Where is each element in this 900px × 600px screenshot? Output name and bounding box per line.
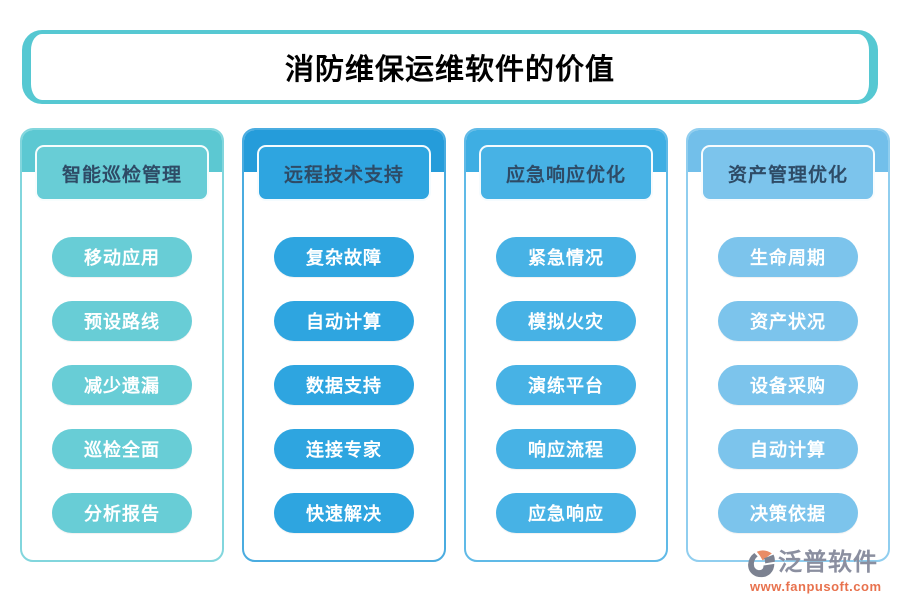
list-item-label: 资产状况 xyxy=(750,312,826,332)
list-item: 资产状况 xyxy=(718,301,858,341)
list-item-label: 移动应用 xyxy=(84,248,160,268)
list-item-label: 连接专家 xyxy=(306,440,382,460)
list-item: 演练平台 xyxy=(496,365,636,405)
list-item-label: 分析报告 xyxy=(84,504,160,524)
list-item: 复杂故障 xyxy=(274,237,414,277)
column-emergency-response: 应急响应优化 紧急情况 模拟火灾 演练平台 响应流程 应急响应 xyxy=(464,128,668,562)
list-item-label: 复杂故障 xyxy=(306,248,382,268)
list-item-label: 应急响应 xyxy=(528,504,604,524)
list-item: 决策依据 xyxy=(718,493,858,533)
list-item: 数据支持 xyxy=(274,365,414,405)
column-header: 远程技术支持 xyxy=(257,145,431,201)
logo-top-row: 泛普软件 xyxy=(746,548,878,578)
list-item: 自动计算 xyxy=(274,301,414,341)
list-item-label: 数据支持 xyxy=(306,376,382,396)
list-item-label: 生命周期 xyxy=(750,248,826,268)
list-item: 移动应用 xyxy=(52,237,192,277)
list-item-label: 巡检全面 xyxy=(84,440,160,460)
list-item-label: 设备采购 xyxy=(750,376,826,396)
title-box: 消防维保运维软件的价值 xyxy=(22,30,878,104)
list-item: 连接专家 xyxy=(274,429,414,469)
list-item: 生命周期 xyxy=(718,237,858,277)
pill-list: 复杂故障 自动计算 数据支持 连接专家 快速解决 xyxy=(244,172,444,533)
list-item-label: 自动计算 xyxy=(306,312,382,332)
list-item-label: 模拟火灾 xyxy=(528,312,604,332)
logo-name: 泛普软件 xyxy=(778,549,878,576)
page-title: 消防维保运维软件的价值 xyxy=(284,54,615,86)
list-item: 快速解决 xyxy=(274,493,414,533)
list-item: 自动计算 xyxy=(718,429,858,469)
column-header-label: 应急响应优化 xyxy=(505,164,626,186)
column-header: 智能巡检管理 xyxy=(35,145,209,201)
list-item-label: 预设路线 xyxy=(84,312,160,332)
list-item: 分析报告 xyxy=(52,493,192,533)
list-item-label: 减少遗漏 xyxy=(84,376,160,396)
pill-list: 生命周期 资产状况 设备采购 自动计算 决策依据 xyxy=(688,172,888,533)
list-item: 应急响应 xyxy=(496,493,636,533)
column-header-label: 智能巡检管理 xyxy=(61,164,182,186)
list-item-label: 快速解决 xyxy=(306,504,382,524)
list-item-label: 紧急情况 xyxy=(528,248,604,268)
list-item-label: 决策依据 xyxy=(750,504,826,524)
list-item: 设备采购 xyxy=(718,365,858,405)
list-item-label: 响应流程 xyxy=(528,440,604,460)
list-item-label: 演练平台 xyxy=(528,376,604,396)
fanpu-swirl-icon xyxy=(748,550,775,578)
column-header: 资产管理优化 xyxy=(701,145,875,201)
list-item: 预设路线 xyxy=(52,301,192,341)
column-smart-inspection: 智能巡检管理 移动应用 预设路线 减少遗漏 巡检全面 分析报告 xyxy=(20,128,224,562)
list-item: 模拟火灾 xyxy=(496,301,636,341)
logo-url: www.fanpusoft.com xyxy=(750,579,882,594)
column-remote-support: 远程技术支持 复杂故障 自动计算 数据支持 连接专家 快速解决 xyxy=(242,128,446,562)
list-item: 紧急情况 xyxy=(496,237,636,277)
column-asset-management: 资产管理优化 生命周期 资产状况 设备采购 自动计算 决策依据 xyxy=(686,128,890,562)
logo: 泛普软件 www.fanpusoft.com xyxy=(746,548,892,594)
column-header-label: 远程技术支持 xyxy=(283,164,404,186)
list-item: 响应流程 xyxy=(496,429,636,469)
list-item: 减少遗漏 xyxy=(52,365,192,405)
pill-list: 紧急情况 模拟火灾 演练平台 响应流程 应急响应 xyxy=(466,172,666,533)
column-header-label: 资产管理优化 xyxy=(727,164,848,186)
pill-list: 移动应用 预设路线 减少遗漏 巡检全面 分析报告 xyxy=(22,172,222,533)
column-header: 应急响应优化 xyxy=(479,145,653,201)
value-columns: 智能巡检管理 移动应用 预设路线 减少遗漏 巡检全面 分析报告 远程技术支持 复… xyxy=(20,128,890,562)
list-item: 巡检全面 xyxy=(52,429,192,469)
list-item-label: 自动计算 xyxy=(750,440,826,460)
